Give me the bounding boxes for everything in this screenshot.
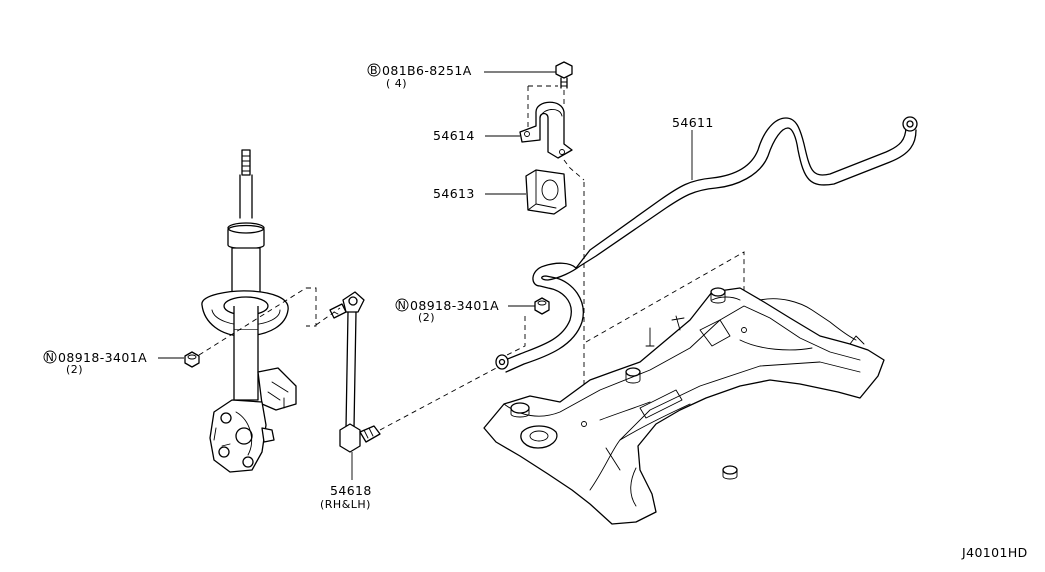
stabilizer-bar	[495, 116, 918, 373]
nut-right-part-number: 08918-3401A	[410, 298, 499, 313]
nut-right-quantity: (2)	[418, 311, 435, 324]
nut-left-label: N 08918-3401A (2)	[43, 350, 147, 376]
stabilizer-bar-part-number: 54611	[672, 115, 714, 130]
nut-left-icon	[184, 351, 200, 368]
bushing-part-number: 54613	[433, 186, 475, 201]
bolt-label: B 081B6-8251A ( 4)	[367, 63, 472, 90]
nut-left-part-number: 08918-3401A	[58, 350, 147, 365]
bushing	[525, 169, 567, 215]
clamp-part-number: 54614	[433, 128, 475, 143]
strut-assembly	[201, 149, 297, 473]
nut-right-icon	[534, 297, 550, 315]
bolt-quantity: ( 4)	[386, 77, 407, 90]
clamp-bracket	[519, 101, 573, 159]
nut-right-label: N 08918-3401A (2)	[395, 298, 499, 324]
link-part-number: 54618	[330, 483, 372, 498]
bolt-part-number: 081B6-8251A	[382, 63, 472, 78]
bolt-prefix-text: B	[370, 64, 378, 77]
nut-left-prefix-text: N	[46, 351, 55, 364]
diagram-id: J40101HD	[961, 545, 1028, 560]
nut-right-prefix-text: N	[398, 299, 407, 312]
stabilizer-link	[329, 291, 381, 453]
nut-left-quantity: (2)	[66, 363, 83, 376]
link-side-note: (RH&LH)	[320, 498, 371, 511]
subframe-crossmember	[483, 251, 885, 525]
bolt-icon	[555, 61, 573, 89]
